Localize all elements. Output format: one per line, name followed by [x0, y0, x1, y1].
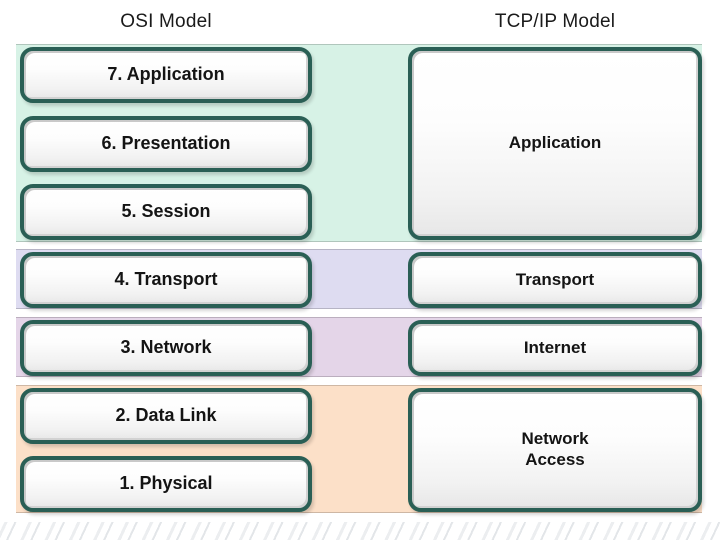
osi-model-heading: OSI Model [120, 11, 212, 32]
osi-layer-label: 4. Transport [114, 269, 218, 290]
osi-layer-label: 7. Application [107, 64, 225, 85]
osi-layer-label: 2. Data Link [115, 405, 217, 426]
osi-layer-label: 6. Presentation [101, 133, 231, 154]
tcpip-layer-label: Application [508, 133, 602, 153]
osi-layer-box[interactable]: 5. Session [20, 184, 312, 240]
osi-layer-label: 3. Network [120, 337, 212, 358]
tcpip-layer-label: Network Access [521, 429, 589, 469]
tcpip-layer-box[interactable]: Transport [408, 252, 702, 308]
osi-layer-box[interactable]: 1. Physical [20, 456, 312, 512]
osi-layer-box[interactable]: 7. Application [20, 47, 312, 103]
osi-layer-box[interactable]: 2. Data Link [20, 388, 312, 444]
tcpip-layer-box[interactable]: Network Access [408, 388, 702, 512]
osi-layer-label: 5. Session [121, 201, 211, 222]
tcpip-model-heading: TCP/IP Model [494, 11, 616, 32]
osi-layer-box[interactable]: 6. Presentation [20, 116, 312, 172]
osi-layer-box[interactable]: 4. Transport [20, 252, 312, 308]
tcpip-layer-label: Internet [523, 337, 587, 357]
tcpip-layer-box[interactable]: Application [408, 47, 702, 240]
osi-layer-box[interactable]: 3. Network [20, 320, 312, 376]
tcpip-layer-label: Transport [515, 269, 595, 289]
bottom-texture-strip [0, 521, 720, 540]
tcpip-layer-box[interactable]: Internet [408, 320, 702, 376]
osi-layer-label: 1. Physical [119, 473, 213, 494]
